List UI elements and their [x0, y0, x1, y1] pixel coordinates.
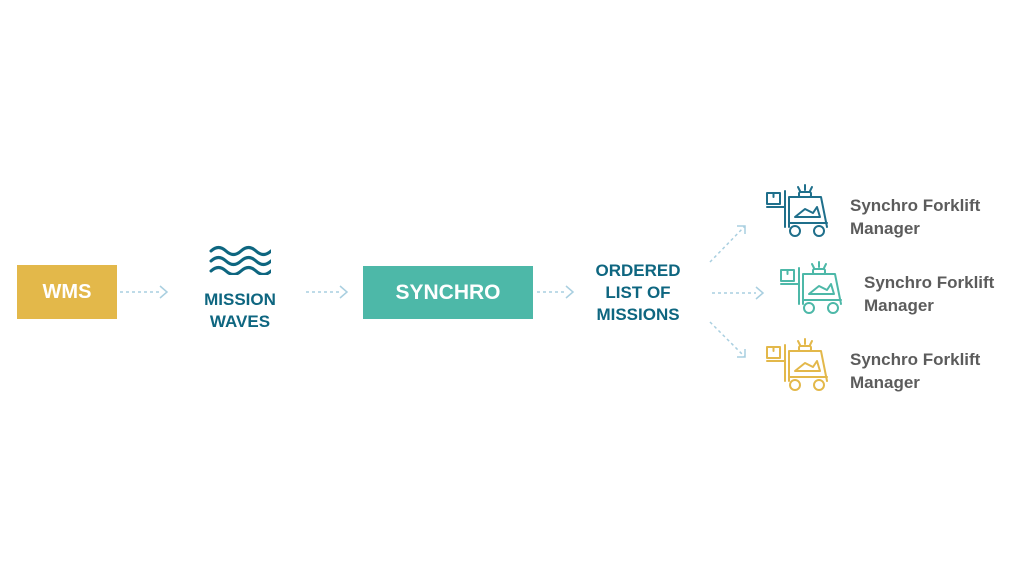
forklift-manager-1-label: Synchro Forklift Manager: [850, 194, 980, 240]
forklift-manager-1-line1: Synchro Forklift: [850, 196, 981, 215]
arrowhead-icon: [565, 285, 575, 299]
mission-waves-label: MISSION WAVES: [180, 289, 300, 333]
wms-label: WMS: [42, 280, 92, 303]
forklift-icon: [780, 261, 842, 314]
arrowhead-icon: [755, 286, 765, 300]
connector-synchro-to-list: [537, 285, 575, 299]
forklift-manager-1-line2: Manager: [850, 219, 920, 238]
mission-waves-line2: WAVES: [209, 312, 271, 331]
forklift-icon: [766, 184, 828, 237]
waves-icon: [209, 246, 271, 275]
arrowhead-icon: [737, 225, 746, 234]
connector-wms-to-waves: [120, 285, 169, 299]
forklift-manager-2-line2: Manager: [864, 296, 934, 315]
wms-box: WMS: [17, 265, 117, 319]
connector-list-to-forklift-3: [709, 321, 746, 358]
ordered-list-label: ORDERED LIST OF MISSIONS: [583, 260, 693, 326]
ordered-list-line2: LIST OF: [605, 283, 671, 302]
arrowhead-icon: [339, 285, 349, 299]
connector-list-to-forklift-1: [709, 225, 746, 263]
arrowhead-icon: [737, 349, 746, 358]
forklift-manager-2-label: Synchro Forklift Manager: [864, 271, 994, 317]
forklift-manager-3-label: Synchro Forklift Manager: [850, 348, 980, 394]
ordered-list-line1: ORDERED: [595, 261, 681, 280]
connector-waves-to-synchro: [306, 285, 349, 299]
mission-waves-line1: MISSION: [204, 290, 276, 309]
forklift-manager-3-line2: Manager: [850, 373, 920, 392]
ordered-list-line3: MISSIONS: [596, 305, 680, 324]
forklift-icon: [766, 338, 828, 391]
arrowhead-icon: [159, 285, 169, 299]
connector-list-to-forklift-2: [712, 286, 765, 300]
synchro-box: SYNCHRO: [363, 266, 533, 319]
forklift-manager-2-line1: Synchro Forklift: [864, 273, 995, 292]
synchro-label: SYNCHRO: [395, 280, 501, 304]
forklift-manager-3-line1: Synchro Forklift: [850, 350, 981, 369]
